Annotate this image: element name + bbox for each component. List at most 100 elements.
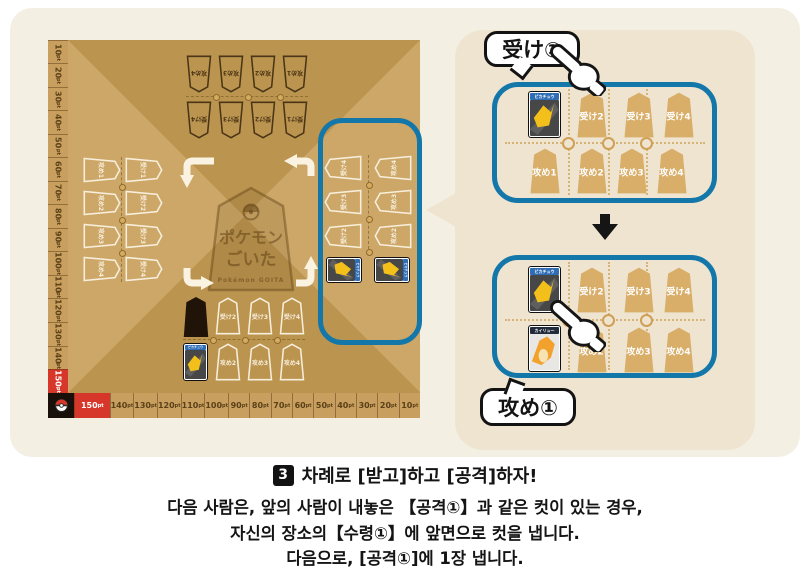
card-slot: 受け4 [125,256,163,282]
card-slot: 攻め2 [575,147,608,195]
caption-line-2: 자신의 장소의【수령①】에 앞면으로 컷을 냅니다. [230,523,580,543]
card-slot: 攻め3 [247,343,273,381]
card-art [530,100,559,136]
card-name: ピカチュウ [402,259,408,281]
caption-title-row: 3 차례로 [받고]하고 [공격]하자! [0,462,810,488]
card-slot: 受け2 [575,266,608,314]
logo-text-top: ポケモン [219,228,283,247]
pokeball-marker [48,393,74,418]
card-art [530,275,559,311]
turn-arrow-top-right [284,154,315,176]
right-player-receive-column: 受け4 受け3 受け2 [324,155,362,249]
card-slot: 攻め1 [282,55,308,93]
attack-bubble-label: 攻め① [498,396,558,420]
dragonite-card: カイリュー [528,325,561,372]
caption-line-1: 다음 사람은, 앞의 사람이 내놓은 【공격①】과 같은 컷이 있는 경우, [167,498,643,517]
card-slot: 攻め4 [662,326,695,374]
logo-subtitle: Pokémon GOITA [218,277,285,284]
pikachu-card: ピカチュウ [528,91,561,138]
card-name: ピカチュウ [530,93,559,101]
pikachu-card: ピカチュウ [528,266,561,313]
card-name: カイリュー [530,327,559,335]
card-slot: 攻め4 [186,55,212,93]
down-arrow-icon [592,214,618,240]
card-slot: 攻め3 [622,326,655,374]
pikachu-card: ピカチュウ [326,257,362,283]
card-slot: 攻め3 [374,189,412,215]
card-name: ピカチュウ [530,268,559,276]
card-slot: 攻め3 [218,55,244,93]
card-slot: 受け4 [279,297,305,335]
rule-caption: 3 차례로 [받고]하고 [공격]하자! 다음 사람은, 앞의 사람이 내놓은 … [0,462,810,572]
card-art [376,259,403,281]
card-art [185,350,206,379]
card-slot: 受け3 [324,189,362,215]
card-slot: 受け3 [218,101,244,139]
card-slot: 攻め2 [83,190,121,216]
pointing-hand-icon [550,43,606,96]
goita-logo-watermark: ポケモン ごいた Pokémon GOITA [207,186,295,292]
game-board: ポケモン ごいた Pokémon GOITA [48,40,422,418]
card-slot: 受け2 [324,223,362,249]
card-slot: 攻め1 [528,147,561,195]
card-slot: 受け3 [622,91,655,139]
pointing-hand-icon [550,299,606,352]
card-slot: 攻め2 [215,343,241,381]
card-slot: 受け2 [125,190,163,216]
board-field: ポケモン ごいた Pokémon GOITA [68,40,422,393]
card-slot: 受け4 [186,101,212,139]
card-slot: 攻め3 [615,147,648,195]
card-slot: 受け4 [662,266,695,314]
card-slot: 攻め4 [655,147,688,195]
card-slot: 攻め2 [250,55,276,93]
card-slot: 攻め3 [83,223,121,249]
card-slot: 受け3 [622,266,655,314]
attack-bubble: 攻め① [480,388,576,426]
card-slot: 攻め2 [374,223,412,249]
card-slot: 受け4 [324,155,362,181]
card-slot: 受け2 [215,297,241,335]
card-slot: 攻め1 [83,157,121,183]
card-slot: 受け3 [247,297,273,335]
card-art [530,334,559,370]
card-slot: 攻め4 [279,343,305,381]
turn-arrow-top-left [180,157,214,188]
logo-text-bottom: ごいた [226,249,277,270]
